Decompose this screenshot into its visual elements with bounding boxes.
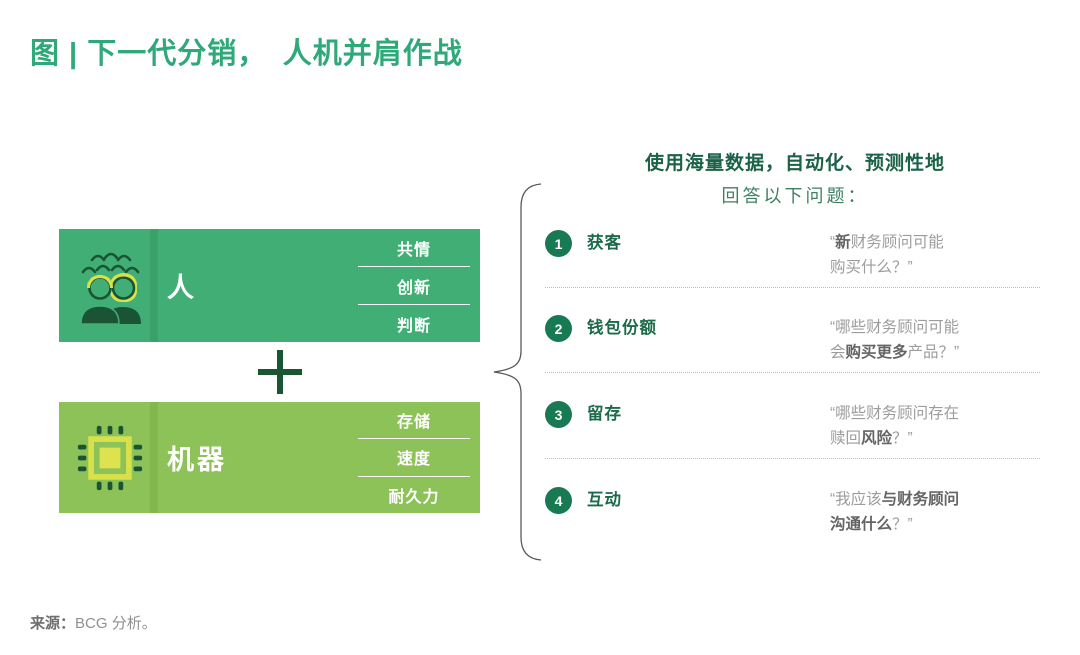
plus-icon: [258, 350, 302, 394]
question-quote: “我应该与财务顾问沟通什么？”: [830, 491, 960, 533]
source-text: BCG 分析。: [75, 615, 157, 632]
people-icon: [69, 229, 151, 342]
machine-box-divider: [150, 402, 158, 513]
questions-header-line2: 回答以下问题：: [721, 186, 869, 206]
human-box-label: 人: [167, 273, 197, 303]
human-traits: 共情 创新 判断: [358, 229, 470, 342]
machine-trait: 存储: [396, 414, 431, 432]
machine-box: 机器 存储 速度 耐久力: [59, 402, 480, 513]
step-number-badge: 2: [545, 315, 572, 342]
machine-trait: 耐久力: [358, 475, 470, 513]
question-row-engagement: 4 互动 “我应该与财务顾问沟通什么？”: [545, 486, 1042, 544]
question-quote: “新财务顾问可能购买什么？”: [830, 234, 944, 276]
human-trait: 共情: [396, 241, 431, 259]
human-box: 人 共情 创新 判断: [59, 229, 480, 342]
step-number-badge: 1: [545, 230, 572, 257]
step-number-badge: 3: [545, 401, 572, 428]
human-box-divider: [150, 229, 158, 342]
question-quote: “哪些财务顾问存在赎回风险？”: [830, 405, 960, 447]
row-separator: [545, 287, 1040, 288]
human-trait: 判断: [358, 304, 470, 342]
question-label: 互动: [587, 491, 622, 509]
question-label: 获客: [587, 234, 622, 252]
question-row-retention: 3 留存 “哪些财务顾问存在赎回风险？”: [545, 400, 1042, 458]
machine-trait: 速度: [358, 438, 470, 475]
machine-traits: 存储 速度 耐久力: [358, 402, 470, 513]
question-label: 钱包份额: [587, 319, 657, 337]
figure-title: 图 | 下一代分销， 人机并肩作战: [30, 38, 463, 70]
machine-box-label: 机器: [167, 445, 227, 475]
question-row-wallet-share: 2 钱包份额 “哪些财务顾问可能会购买更多产品？”: [545, 314, 1042, 372]
chip-icon: [69, 402, 151, 513]
question-quote: “哪些财务顾问可能会购买更多产品？”: [830, 319, 960, 361]
row-separator: [545, 458, 1040, 459]
questions-header-line1: 使用海量数据，自动化、预测性地: [644, 153, 945, 174]
question-row-acquisition: 1 获客 “新财务顾问可能购买什么？”: [545, 229, 1042, 287]
questions-header: 使用海量数据，自动化、预测性地 回答以下问题：: [545, 148, 1045, 208]
question-label: 留存: [587, 405, 622, 423]
source-note: 来源：BCG 分析。: [30, 612, 157, 633]
row-separator: [545, 372, 1040, 373]
source-label: 来源：: [30, 615, 76, 632]
human-trait: 创新: [358, 266, 470, 304]
step-number-badge: 4: [545, 487, 572, 514]
